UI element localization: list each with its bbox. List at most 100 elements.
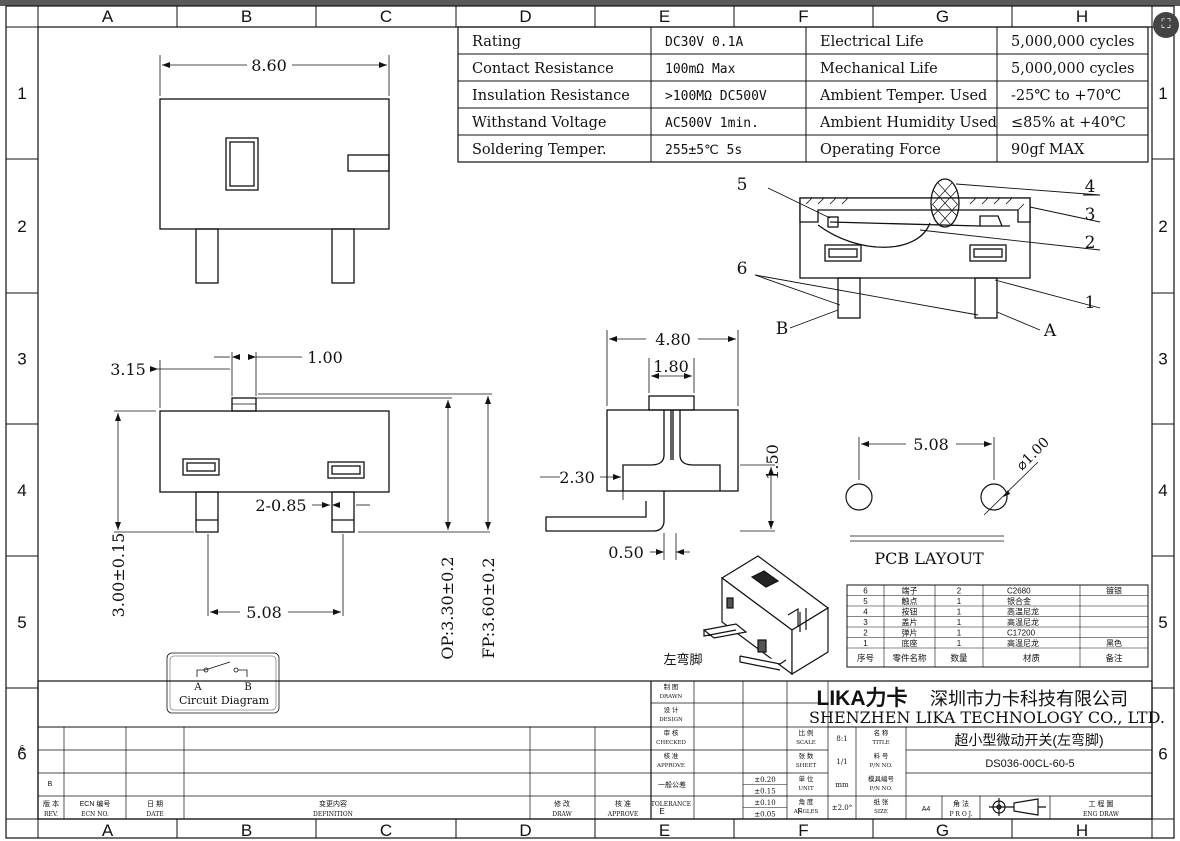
row-label-right-4: 4 [1158,481,1167,500]
spec-cell: 90gf MAX [1011,142,1085,158]
rev-col-header-en: ECN NO. [81,811,109,818]
circuit-diagram [166,652,280,714]
column-label-bottom-h: H [1076,821,1088,840]
row-label-right-5: 5 [1158,613,1167,632]
section-label-b: B [776,319,789,339]
pcb-layout-title: PCB LAYOUT [874,549,984,568]
dim-side-act: 1.80 [653,357,689,376]
title-label-en: P/N NO. [870,786,893,792]
bom-header-cell: 数量 [950,653,968,663]
rev-col-header-cn: 日 期 [147,800,163,808]
signoff-label-en: CHECKED [656,740,686,746]
spec-label-en: SHEET [796,763,817,769]
isometric-view [702,555,830,676]
rev-col-header-cn: 变更内容 [319,799,347,808]
signoff-label-en: APPROVE [656,763,685,769]
column-label-g: G [936,7,949,26]
bom-cell: 1 [957,629,962,638]
company-name-cn: 深圳市力卡科技有限公司 [930,689,1128,709]
dim-side-h: 1.50 [763,444,782,480]
side-view [540,330,775,560]
bom-cell: 1 [863,639,868,648]
tolerance-label-en: TOLERANCE [651,801,691,808]
spec-label-en: SCALE [796,740,816,746]
bom-cell: 4 [863,608,868,617]
spec-cell: Ambient Humidity Used [819,115,997,131]
column-label-e: E [659,7,670,26]
title-label-cn: 料 号 [874,751,889,760]
title-label-en: SIZE [874,809,888,815]
column-label-bottom-c: C [380,821,392,840]
bottom-col-e: E [659,807,664,816]
rev-col-header-en: DRAW [552,811,572,818]
row-label-1: 1 [17,84,26,103]
callout-1: 1 [1085,293,1096,313]
eng-label-cn: 工 程 圖 [1089,799,1114,808]
tolerance-value: ±0.10 [754,799,775,807]
front-view [114,352,492,616]
circuit-title: Circuit Diagram [179,694,270,707]
eng-label-en: ENG DRAW [1083,811,1120,818]
column-label-bottom-b: B [241,821,252,840]
row-label-right-1: 1 [1158,84,1167,103]
column-label-bottom-e: E [659,821,670,840]
rev-col-header-cn: 核 准 [615,799,631,808]
title-label-cn: 纸 张 [874,797,889,806]
part-number: DS036-00CL-60-5 [985,758,1074,770]
bom-cell: 高温尼龙 [1007,607,1039,617]
spec-cell: >100MΩ DC500V [665,89,767,104]
spec-cell: -25℃ to +70℃ [1011,88,1121,104]
dim-pcb-pitch: 5.08 [913,435,949,454]
expand-icon[interactable]: ⛶ [1153,12,1179,38]
bom-header-cell: 零件名称 [892,653,927,663]
bottom-col-f: F [798,807,803,816]
bom-cell: 3 [863,618,868,627]
bom-cell: 弹片 [902,628,918,638]
spec-value: ±2.0° [832,804,853,812]
tolerance-label-cn: 一般公差 [658,780,686,789]
column-label-a: A [102,7,114,26]
tolerance-value: ±0.20 [754,776,775,784]
row-label-6: 6 [17,745,26,764]
circuit-a: A [193,682,202,693]
proj-label-en: P R O J. [949,811,972,818]
spec-label-en: UNIT [798,786,814,792]
spec-table-frame [457,26,1149,163]
row-label-4: 4 [17,481,26,500]
bom-cell: 高温尼龙 [1007,638,1039,648]
bom-cell: 1 [957,639,962,648]
column-label-f: F [798,7,808,26]
signoff-label-en: DESIGN [659,717,683,723]
bom-header-cell: 备注 [1105,653,1123,663]
signoff-label-cn: 审 核 [664,728,679,737]
spec-cell: Soldering Temper. [472,142,607,158]
bom-cell: 按钮 [902,607,918,617]
bom-cell: 触点 [902,596,918,606]
row-label-right-2: 2 [1158,217,1167,236]
rev-col-header-en: DEFINITION [313,811,353,818]
spec-cell: Rating [472,34,521,50]
spec-label-cn: 张 数 [799,751,814,760]
column-label-bottom-f: F [798,821,808,840]
spec-cell: Ambient Temper. Used [819,88,987,104]
signoff-label-en: DRAWN [660,694,683,700]
column-label-d: D [519,7,531,26]
spec-cell: ≤85% at +40℃ [1011,115,1126,131]
title-label-cn: 模具编号 [868,774,895,783]
bom-cell: C17200 [1007,629,1036,638]
bom-cell: 高温尼龙 [1007,617,1039,627]
dim-side-left: 2.30 [559,468,595,487]
tolerance-value: ±0.05 [754,811,775,819]
title-label-cn: 名 称 [874,728,889,737]
signoff-label-cn: 设 计 [664,705,679,714]
row-label-right-3: 3 [1158,350,1167,369]
bom-cell: 银合金 [1007,596,1031,606]
rev-col-header-en: DATE [146,811,163,818]
rev-col-header-cn: 修 改 [554,799,570,808]
